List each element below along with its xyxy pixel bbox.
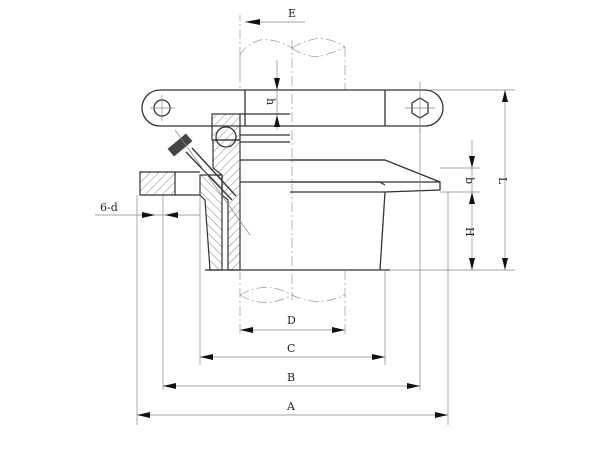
dim-b-label: b: [463, 177, 476, 184]
pipe-phantom-bottom: [239, 270, 346, 335]
dim-L-label: L: [496, 177, 509, 185]
side-flange: [139, 171, 200, 196]
dim-6d-label: 6-d: [100, 201, 118, 214]
body-section: [199, 139, 441, 271]
port-plug: [167, 129, 251, 236]
dim-h: h: [264, 60, 280, 130]
dim-6d: 6-d: [95, 201, 200, 218]
dim-B: B: [163, 371, 420, 389]
dim-E-label: E: [288, 7, 296, 20]
dim-E: E: [245, 7, 305, 25]
dim-C: C: [200, 342, 385, 360]
extension-lines: [136, 126, 449, 425]
dim-A-label: A: [286, 400, 296, 413]
dim-h-label: h: [264, 98, 277, 105]
upper-ring: [211, 113, 385, 161]
clamp-bar: [141, 82, 444, 134]
dim-D: D: [240, 314, 345, 333]
dim-H-label: H: [463, 227, 476, 237]
dim-right: b H L: [390, 89, 515, 271]
dim-B-label: B: [287, 371, 295, 384]
pipe-phantom-top: [239, 15, 346, 300]
dim-A: A: [137, 400, 448, 418]
dim-D-label: D: [287, 314, 296, 327]
dim-C-label: C: [287, 342, 295, 355]
